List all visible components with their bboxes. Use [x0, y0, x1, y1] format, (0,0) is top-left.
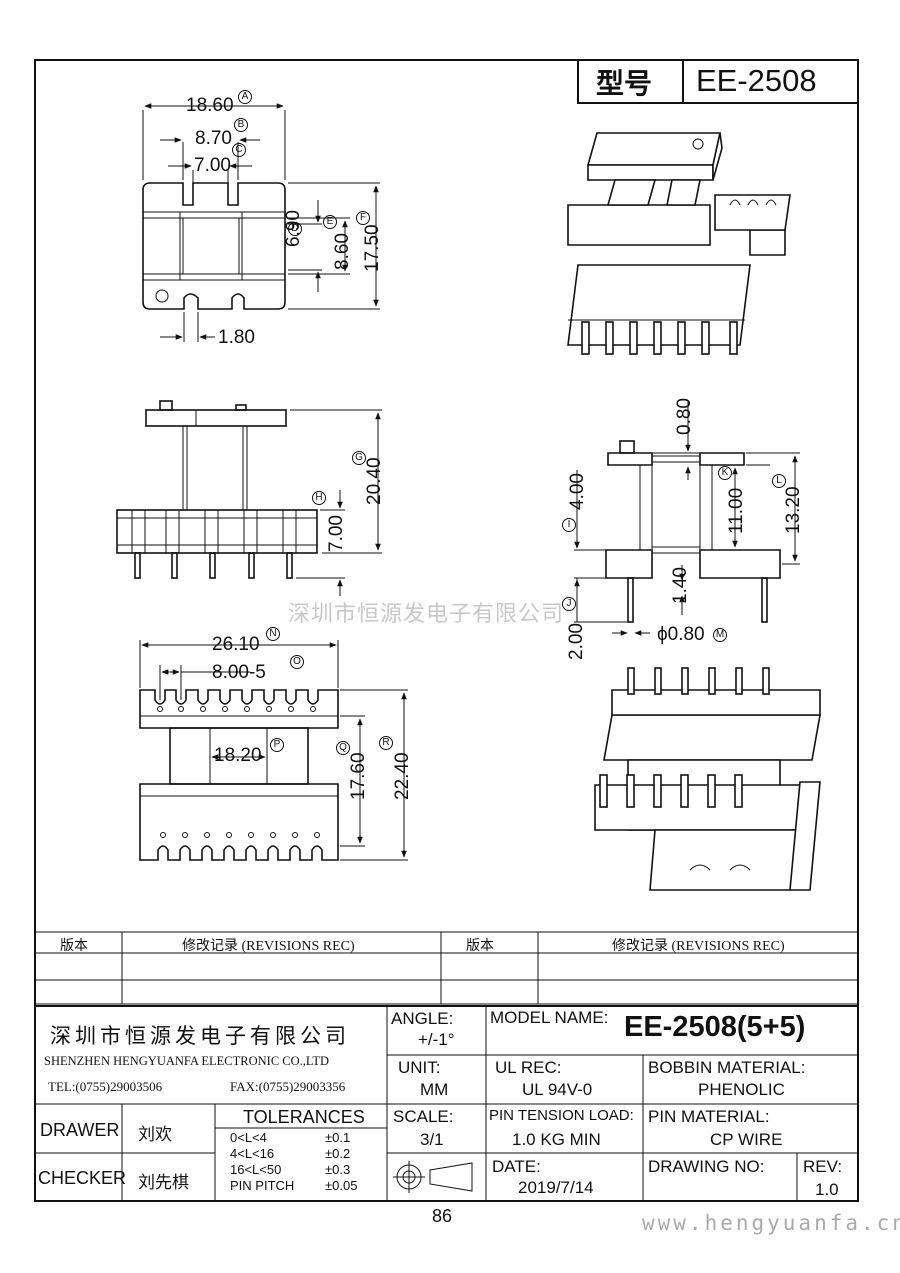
dim-n-value: 26.10: [212, 634, 260, 655]
tolerance-value: ±0.3: [325, 1162, 351, 1177]
tolerance-range: 0<L<4: [230, 1130, 267, 1145]
company-tel: TEL:(0755)29003506: [48, 1079, 163, 1094]
dim-i-value: 4.00: [567, 473, 588, 510]
type-value: EE-2508: [696, 63, 817, 98]
scale-value: 3/1: [420, 1130, 444, 1149]
dim-h-value: 7.00: [326, 515, 347, 552]
iso-view-bottom: [594, 667, 821, 891]
dim-a-marker: A: [238, 90, 252, 104]
dim-l-marker: L: [772, 474, 786, 488]
pin-material-label: PIN MATERIAL:: [648, 1107, 770, 1126]
bobbin-value: PHENOLIC: [698, 1080, 785, 1099]
date-value: 2019/7/14: [518, 1178, 594, 1197]
dim-g-marker: G: [352, 451, 366, 465]
dim-c-marker: C: [232, 143, 246, 157]
tolerance-value: ±0.1: [325, 1130, 351, 1145]
tolerance-values: ±0.1 ±0.2 ±0.3 ±0.05: [325, 1130, 357, 1194]
dim-f-marker: F: [356, 211, 370, 225]
bobbin-label: BOBBIN MATERIAL:: [648, 1058, 806, 1077]
top-view: [142, 103, 380, 342]
company-name-cn: 深圳市恒源发电子有限公司: [50, 1024, 350, 1048]
date-label: DATE:: [492, 1157, 541, 1176]
front-view: [139, 640, 408, 861]
dim-k-value: 11.00: [726, 487, 747, 534]
scale-label: SCALE:: [393, 1107, 454, 1126]
dim-e-value: 8.60: [332, 233, 353, 270]
angle-label: ANGLE:: [391, 1009, 454, 1028]
dim-g-value: 20.40: [364, 457, 385, 505]
watermark: 深圳市恒源发电子有限公司: [288, 602, 565, 627]
model-label: MODEL NAME:: [490, 1008, 609, 1027]
company-fax: FAX:(0755)29003356: [230, 1079, 346, 1094]
dim-m-marker: M: [713, 628, 727, 642]
dim-q-marker: Q: [336, 741, 350, 755]
ul-value: UL 94V-0: [522, 1080, 593, 1099]
ul-label: UL REC:: [495, 1058, 562, 1077]
sheet-border: [34, 59, 859, 1202]
tolerance-ranges: 0<L<4 4<L<16 16<L<50 PIN PITCH: [230, 1130, 294, 1194]
drawer-value: 刘欢: [138, 1125, 172, 1145]
company-name-en: SHENZHEN HENGYUANFA ELECTRONIC CO.,LTD: [44, 1054, 330, 1068]
dim-p-marker: P: [270, 738, 284, 752]
title-block: [35, 1005, 858, 1201]
dim-r-marker: R: [379, 736, 393, 750]
revision-table: [35, 931, 858, 1005]
dim-m-value: ϕ0.80: [657, 624, 705, 645]
pin-material-value: CP WIRE: [710, 1130, 783, 1149]
dim-q-value: 17.60: [348, 752, 369, 800]
pin-gap-value: 1.40: [670, 567, 691, 604]
website: www.hengyuanfa.cn: [642, 1211, 900, 1235]
rev-col-version-2: 版本: [466, 939, 494, 954]
page-number: 86: [432, 1206, 453, 1226]
type-label: 型号: [596, 67, 653, 100]
dim-o-marker: O: [290, 655, 304, 669]
dim-j-marker: J: [562, 597, 576, 611]
dim-i-marker: I: [562, 518, 576, 532]
dim-n-marker: N: [266, 627, 280, 641]
dim-b-marker: B: [234, 118, 248, 132]
top-flange-value: 0.80: [674, 398, 695, 435]
tolerance-range: PIN PITCH: [230, 1178, 295, 1193]
section-view: [574, 400, 800, 636]
rev-label: REV:: [803, 1157, 843, 1176]
dim-j-value: 2.00: [566, 623, 587, 660]
dim-b-value: 8.70: [195, 128, 232, 149]
dim-c-value: 7.00: [194, 155, 231, 176]
rev-col-record-1: 修改记录 (REVISIONS REC): [182, 939, 355, 954]
drawer-label: DRAWER: [40, 1120, 120, 1140]
dim-f-value: 17.50: [362, 224, 383, 272]
unit-label: UNIT:: [398, 1058, 441, 1077]
dim-h-marker: H: [312, 491, 326, 505]
type-box: [577, 59, 859, 104]
tolerance-value: ±0.05: [325, 1178, 358, 1193]
unit-value: MM: [420, 1080, 449, 1099]
iso-view-top: [567, 132, 791, 355]
pin-tension-label: PIN TENSION LOAD:: [489, 1107, 634, 1124]
pin-offset-value: 1.80: [218, 327, 255, 348]
dim-d-marker: D: [288, 222, 302, 236]
tolerance-range: 16<L<50: [230, 1162, 282, 1177]
dim-l-value: 13.20: [783, 486, 804, 534]
model-value: EE-2508(5+5): [624, 1011, 806, 1043]
angle-value: +/-1°: [418, 1030, 455, 1049]
pin-tension-value: 1.0 KG MIN: [512, 1130, 601, 1149]
side-view: [116, 400, 382, 596]
dim-r-value: 22.40: [392, 752, 413, 800]
dim-e-marker: E: [323, 215, 337, 229]
dim-o-value: 8.00-5: [212, 662, 266, 683]
dim-k-marker: K: [718, 466, 732, 480]
tolerance-range: 4<L<16: [230, 1146, 275, 1161]
rev-value: 1.0: [815, 1180, 839, 1199]
tolerance-value: ±0.2: [325, 1146, 351, 1161]
rev-col-version-1: 版本: [60, 939, 88, 954]
checker-label: CHECKER: [38, 1168, 127, 1188]
dim-p-value: 18.20: [214, 745, 262, 766]
drawing-no-label: DRAWING NO:: [648, 1157, 765, 1176]
tolerances-label: TOLERANCES: [243, 1107, 365, 1127]
rev-col-record-2: 修改记录 (REVISIONS REC): [612, 939, 785, 954]
dim-a-value: 18.60: [186, 95, 234, 116]
checker-value: 刘先棋: [138, 1173, 189, 1193]
